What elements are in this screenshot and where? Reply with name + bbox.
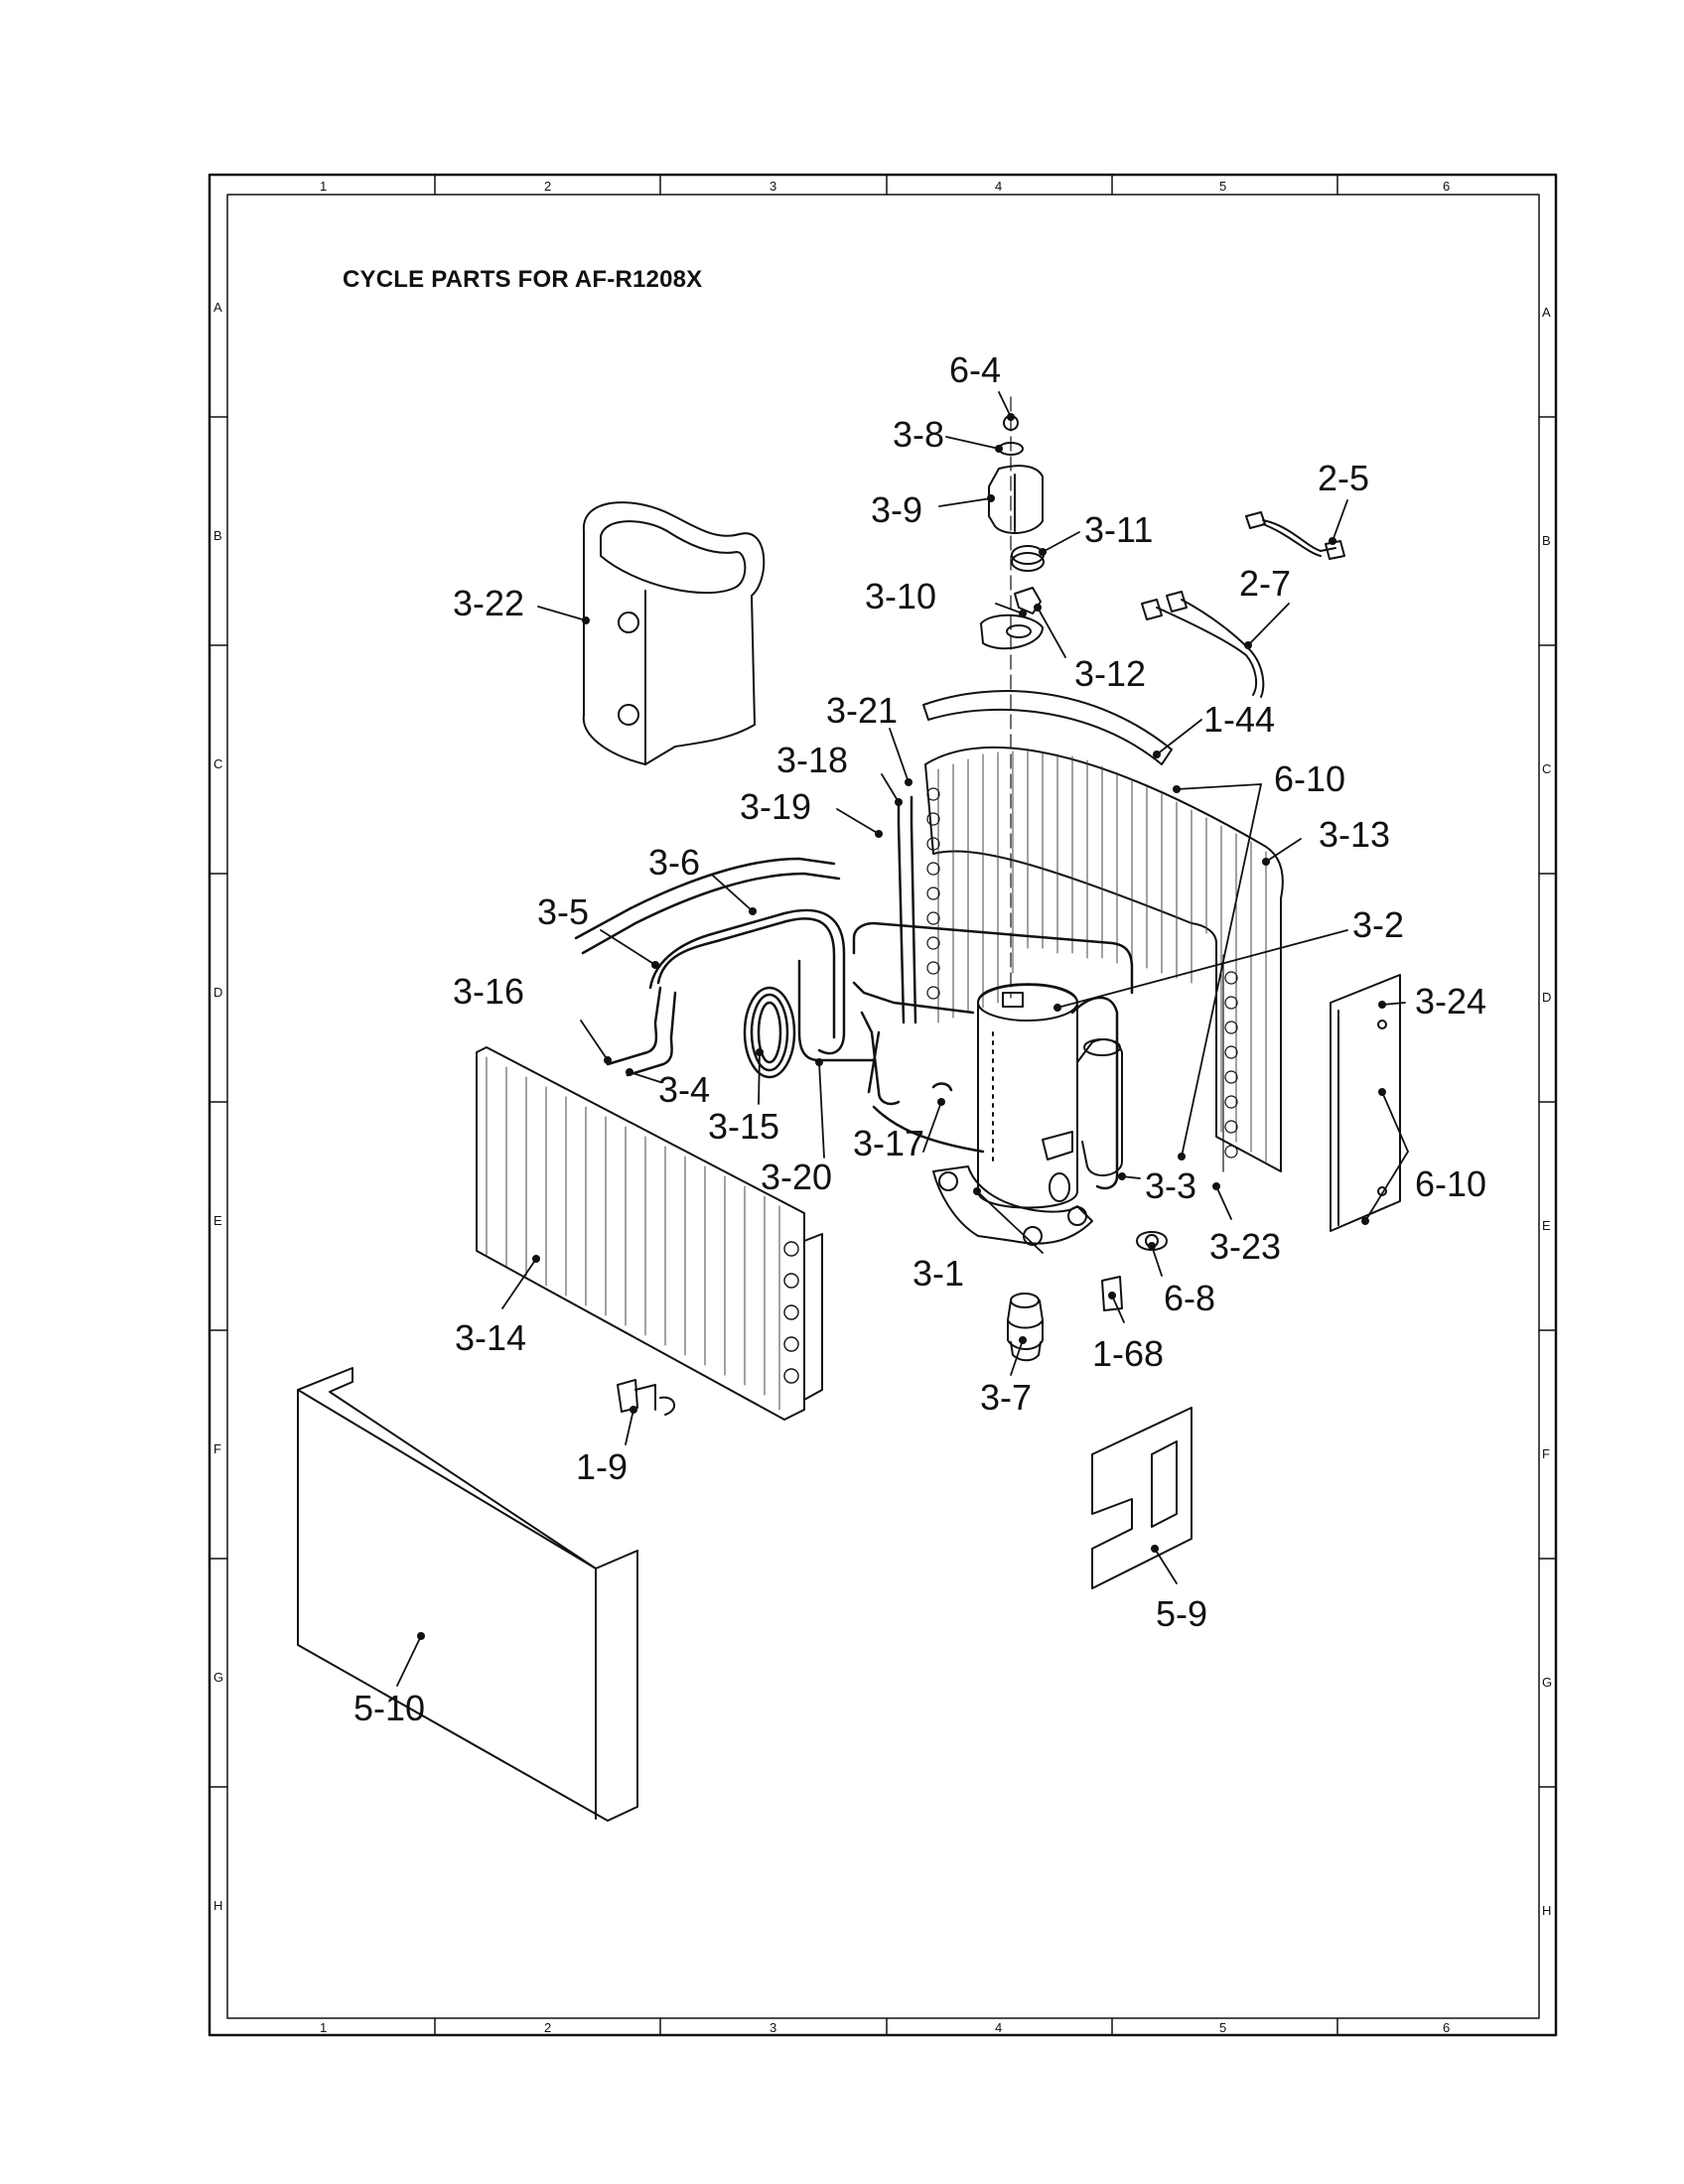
grid-col-6-bottom: 6: [1443, 2020, 1451, 2035]
callout-1-9: 1-9: [576, 1446, 629, 1487]
side-panel-drawing: [1330, 974, 1401, 1232]
drawing-frame: [208, 173, 1558, 2037]
callout-6-10-top: 6-10: [1274, 758, 1346, 799]
callout-3-21: 3-21: [826, 690, 899, 731]
grid-row-c-right: C: [1542, 761, 1552, 776]
callout-3-4: 3-4: [658, 1069, 711, 1110]
callout-3-14: 3-14: [455, 1317, 527, 1358]
seal-strip-drawing: [922, 690, 1173, 765]
callout-3-13: 3-13: [1319, 814, 1391, 855]
callout-2-5: 2-5: [1318, 458, 1370, 498]
callout-5-10: 5-10: [353, 1688, 426, 1728]
callout-3-15: 3-15: [708, 1106, 780, 1147]
wire-harness-drawing: [1141, 511, 1345, 698]
grid-col-1-top: 1: [320, 179, 328, 194]
callout-6-4: 6-4: [949, 349, 1002, 390]
grid-row-d-left: D: [213, 985, 223, 1000]
grid-row-f-right: F: [1542, 1446, 1550, 1461]
grid-row-d-right: D: [1542, 990, 1552, 1005]
bracket-drawing: [617, 1379, 675, 1416]
side-coil-drawing: [476, 1046, 823, 1421]
grid-col-2-top: 2: [544, 179, 552, 194]
callout-1-44: 1-44: [1203, 699, 1276, 740]
condenser-coil-drawing: [924, 746, 1284, 1172]
refrigerant-piping-drawing: [574, 795, 1134, 1190]
callout-3-8: 3-8: [893, 414, 945, 455]
sound-jacket-drawing: [582, 501, 766, 765]
callout-3-2: 3-2: [1352, 904, 1405, 945]
callout-3-16: 3-16: [453, 971, 525, 1012]
plate-drawing: [1091, 1407, 1193, 1589]
callout-1-68: 1-68: [1092, 1333, 1165, 1374]
callout-3-6: 3-6: [648, 842, 701, 883]
grid-row-h-right: H: [1542, 1903, 1552, 1918]
callout-3-22: 3-22: [453, 583, 525, 623]
front-panel-drawing: [297, 1367, 638, 1822]
callout-3-11: 3-11: [1084, 509, 1154, 550]
grid-row-h-left: H: [213, 1898, 223, 1913]
grid-col-5-bottom: 5: [1219, 2020, 1227, 2035]
grid-col-3-bottom: 3: [770, 2020, 777, 2035]
callout-3-19: 3-19: [740, 786, 812, 827]
grid-row-b-left: B: [213, 528, 222, 543]
grid-col-1-bottom: 1: [320, 2020, 328, 2035]
leader-points: [417, 413, 1386, 1640]
grid-col-4-bottom: 4: [995, 2020, 1003, 2035]
callout-6-10-bottom: 6-10: [1415, 1163, 1487, 1204]
grid-row-a-right: A: [1542, 305, 1551, 320]
grid-col-4-top: 4: [995, 179, 1003, 194]
grid-row-g-left: G: [213, 1670, 224, 1685]
callout-3-18: 3-18: [776, 740, 849, 780]
compressor-drawing: [932, 983, 1123, 1246]
grid-row-e-right: E: [1542, 1218, 1551, 1233]
callout-3-5: 3-5: [537, 891, 590, 932]
callout-3-17: 3-17: [853, 1123, 925, 1163]
callout-5-9: 5-9: [1156, 1593, 1208, 1634]
diagram-title: CYCLE PARTS FOR AF-R1208X: [343, 266, 703, 293]
callout-3-1: 3-1: [912, 1253, 965, 1294]
callout-3-3: 3-3: [1145, 1165, 1197, 1206]
callout-3-23: 3-23: [1209, 1226, 1282, 1267]
compressor-mount-drawing: [1007, 1231, 1168, 1362]
callout-3-24: 3-24: [1415, 981, 1487, 1022]
grid-col-6-top: 6: [1443, 179, 1451, 194]
leader-lines: [396, 391, 1409, 1687]
grid-col-3-top: 3: [770, 179, 777, 194]
grid-row-f-left: F: [213, 1441, 221, 1456]
callout-6-8: 6-8: [1164, 1278, 1216, 1318]
callout-3-9: 3-9: [871, 489, 923, 530]
callout-3-20: 3-20: [761, 1157, 833, 1197]
grid-row-b-right: B: [1542, 533, 1551, 548]
grid-col-5-top: 5: [1219, 179, 1227, 194]
grid-row-a-left: A: [213, 300, 222, 315]
grid-col-2-bottom: 2: [544, 2020, 552, 2035]
grid-row-e-left: E: [213, 1213, 222, 1228]
callout-3-7: 3-7: [980, 1377, 1033, 1418]
callout-3-10: 3-10: [865, 576, 937, 616]
callout-2-7: 2-7: [1239, 563, 1292, 604]
grid-row-c-left: C: [213, 756, 223, 771]
callout-3-12: 3-12: [1074, 653, 1147, 694]
grid-row-g-right: G: [1542, 1675, 1553, 1690]
